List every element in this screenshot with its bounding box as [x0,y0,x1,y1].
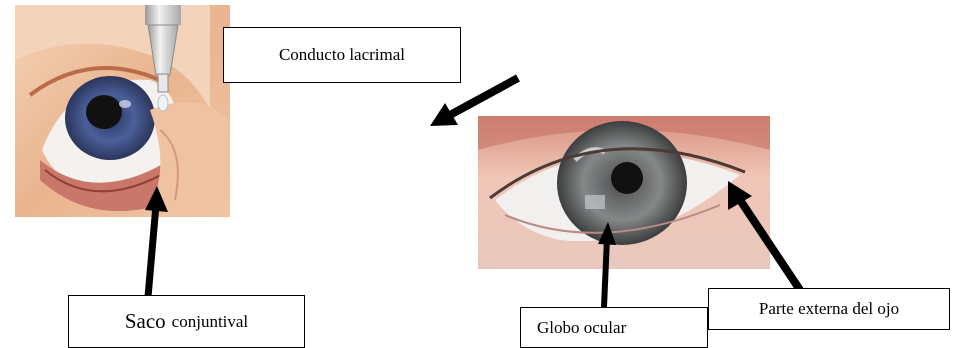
label-conducto-lacrimal: Conducto lacrimal [223,27,461,83]
label-globo-ocular: Globo ocular [520,307,708,348]
label-globo-ocular-text: Globo ocular [537,318,626,338]
label-saco-text: Saco [125,309,166,334]
label-parte-externa-text: Parte externa del ojo [759,299,899,319]
label-conducto-lacrimal-text: Conducto lacrimal [279,45,405,65]
label-conjuntival-text: conjuntival [172,312,248,332]
label-saco-conjuntival: Saco conjuntival [68,295,305,348]
label-parte-externa: Parte externa del ojo [708,288,950,330]
left-eye-illustration [15,5,230,217]
right-eye-illustration [478,116,770,269]
